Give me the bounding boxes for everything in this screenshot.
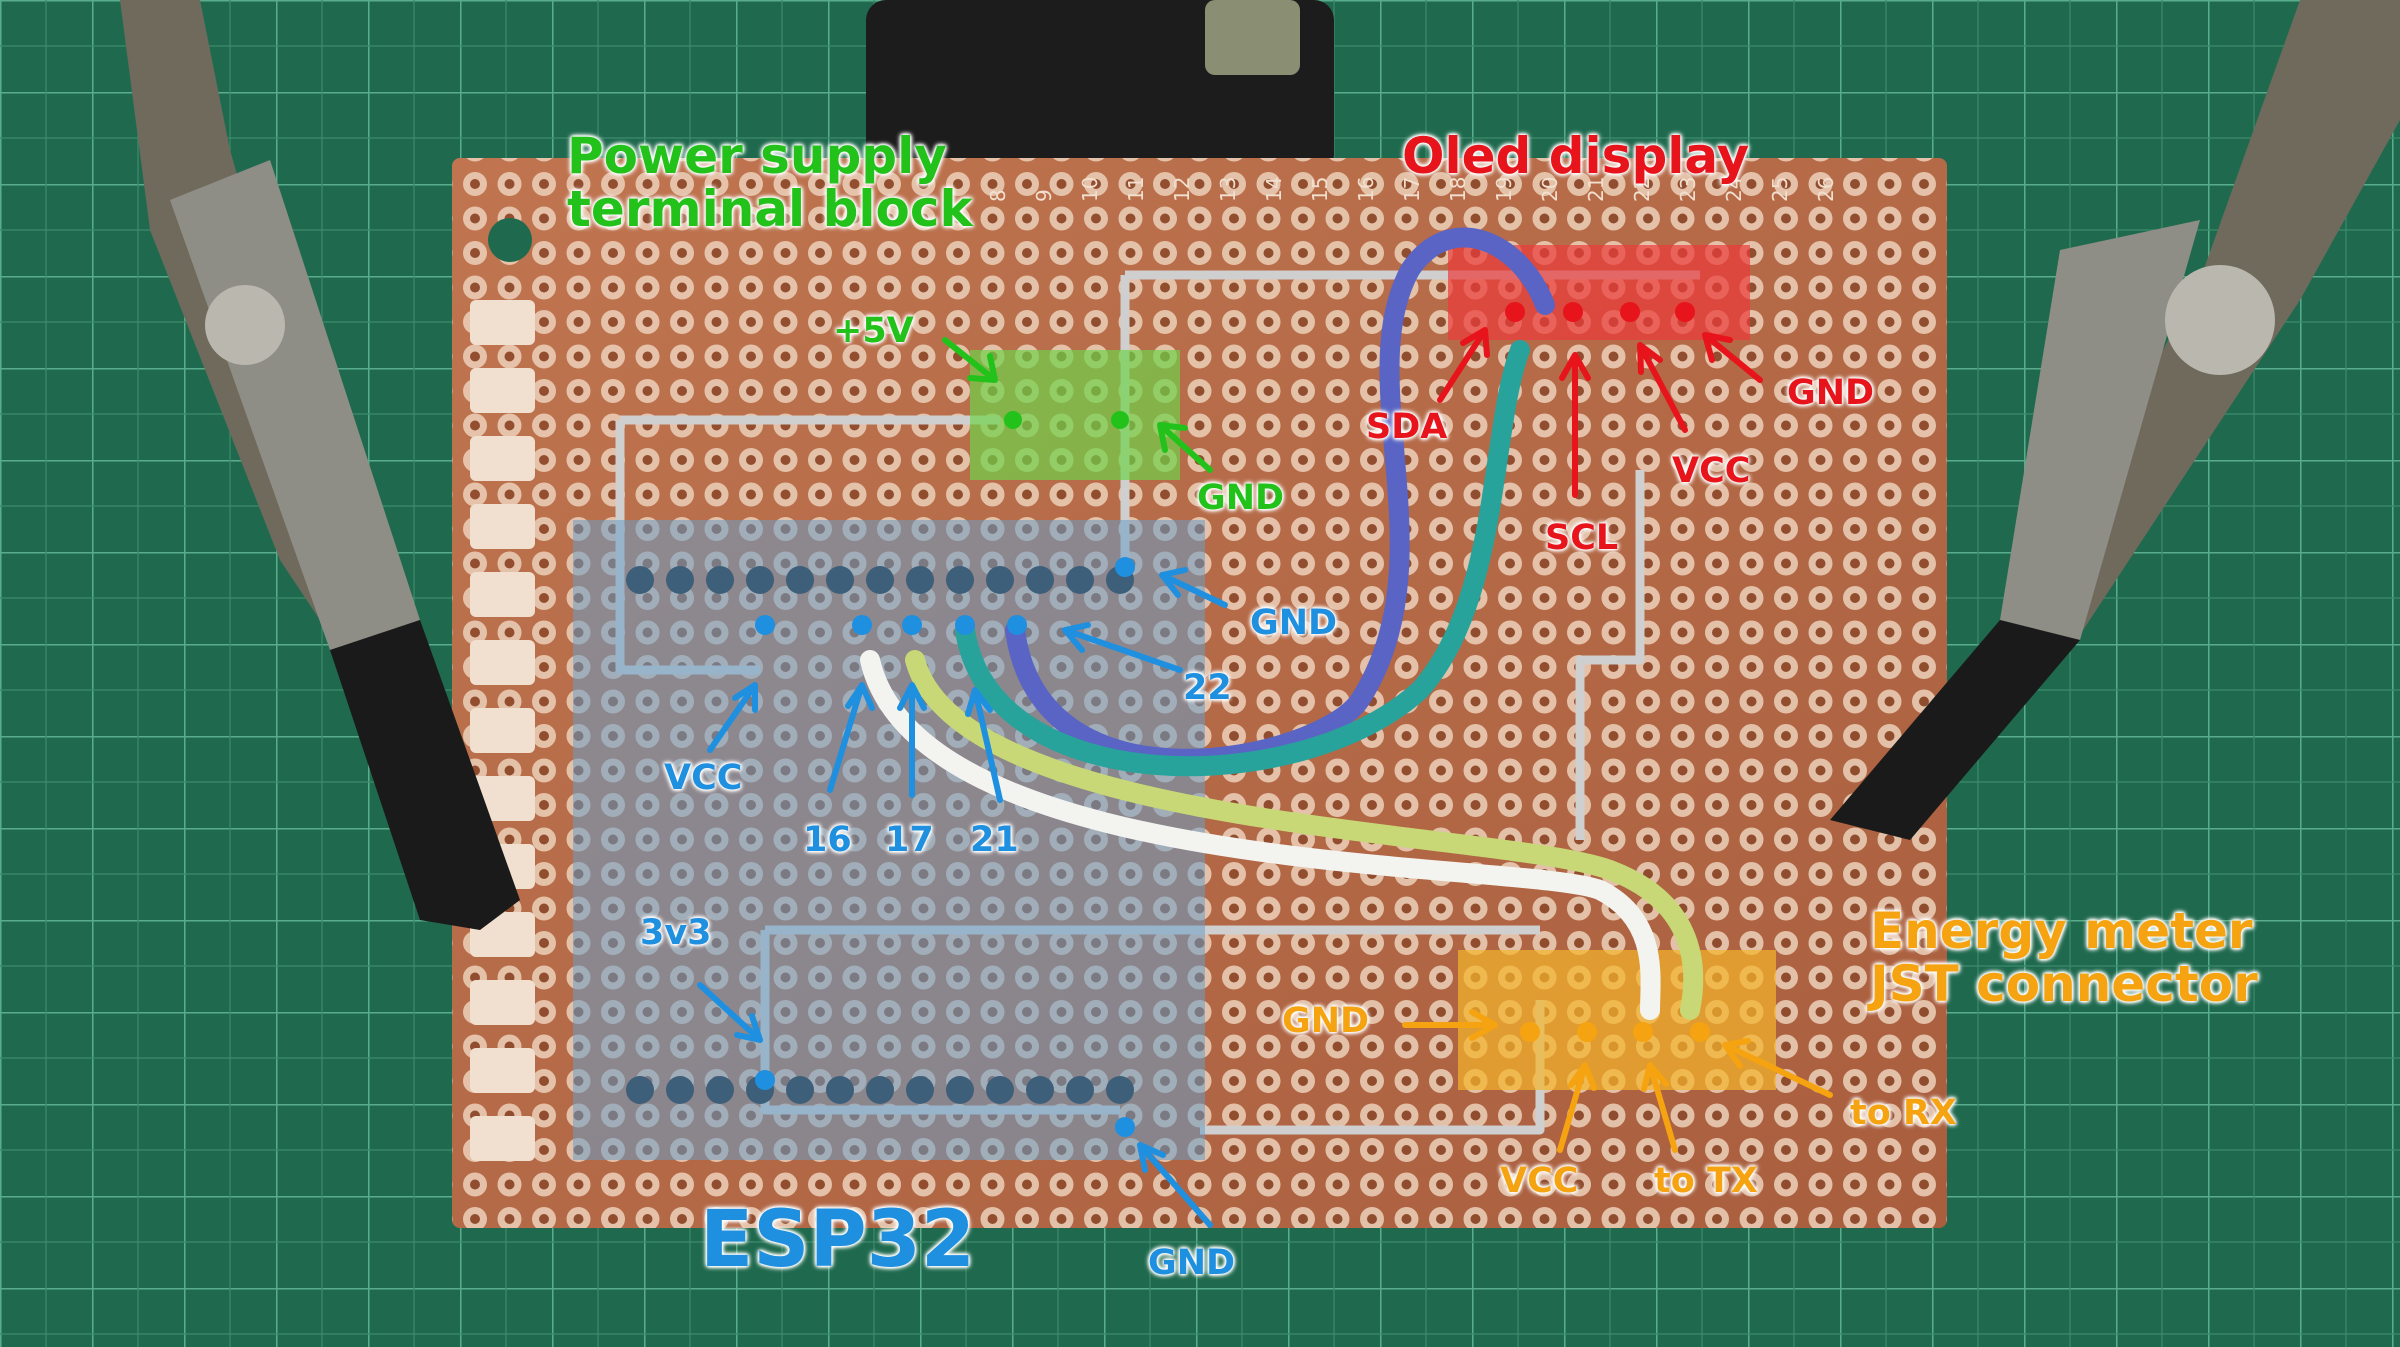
wire-teal — [955, 340, 1530, 777]
vcc-oled-label: VCC — [1672, 451, 1751, 491]
v3v3-label: 3v3 — [640, 913, 712, 953]
sda-label: SDA — [1366, 407, 1448, 447]
board-number: 16 — [1354, 176, 1378, 202]
esp32-label: ESP32 — [700, 1195, 976, 1285]
board-number: 13 — [1216, 176, 1240, 202]
power-block-region — [970, 350, 1180, 480]
board-number: 11 — [1124, 176, 1148, 202]
gnd-power-label: GND — [1197, 478, 1285, 518]
plus5v-label: +5V — [833, 311, 914, 351]
gnd-esp-bottom-label: GND — [1148, 1243, 1236, 1283]
mounting-hole — [488, 218, 532, 262]
alligator-clip-right — [1830, 0, 2400, 840]
vcc-esp-label: VCC — [664, 758, 743, 798]
jst-region — [1458, 950, 1776, 1090]
oled-region — [1448, 245, 1750, 340]
edge-pads — [470, 300, 535, 1161]
pin-dots — [755, 302, 1710, 1137]
esp32-solder-pads — [626, 566, 1134, 1104]
vcc-jst-label: VCC — [1500, 1161, 1579, 1201]
energy-meter-line2: JST connector — [1870, 954, 2258, 1013]
oled-display-label: Oled display — [1402, 127, 1750, 185]
board-number: 8 — [986, 189, 1010, 202]
board-number: 15 — [1308, 176, 1332, 202]
scl-label: SCL — [1545, 518, 1619, 558]
gnd-jst-label: GND — [1282, 1001, 1370, 1041]
gnd-esp-top-label: GND — [1250, 603, 1338, 643]
esp32-region — [573, 520, 1205, 1160]
to-tx-label: to TX — [1654, 1161, 1758, 1201]
pin16-label: 16 — [803, 820, 852, 860]
energy-meter-line1: Energy meter — [1870, 902, 2253, 960]
pin22-label: 22 — [1183, 668, 1232, 708]
board-number: 14 — [1262, 176, 1286, 202]
to-rx-label: to RX — [1850, 1093, 1957, 1133]
wire-yellow — [905, 650, 1704, 1020]
wires — [860, 227, 1704, 1020]
board-number: 12 — [1170, 176, 1194, 202]
annotation-arrows — [697, 327, 1833, 1228]
power-supply-line1: Power supply — [567, 127, 947, 185]
alligator-clip-left — [120, 0, 520, 930]
board-number: 9 — [1032, 189, 1056, 202]
energy-meter-label: Energy meter JST connector — [1870, 905, 2258, 1010]
board-number: 10 — [1078, 176, 1102, 202]
stand-screw — [1205, 0, 1300, 75]
power-supply-label: Power supply terminal block — [567, 130, 973, 235]
board-number: 26 — [1814, 176, 1838, 202]
pin17-label: 17 — [885, 820, 934, 860]
gnd-oled-label: GND — [1787, 373, 1875, 413]
power-supply-line2: terminal block — [567, 179, 973, 238]
board-number: 25 — [1768, 176, 1792, 202]
wire-white — [860, 650, 1661, 1020]
pin21-label: 21 — [970, 820, 1019, 860]
